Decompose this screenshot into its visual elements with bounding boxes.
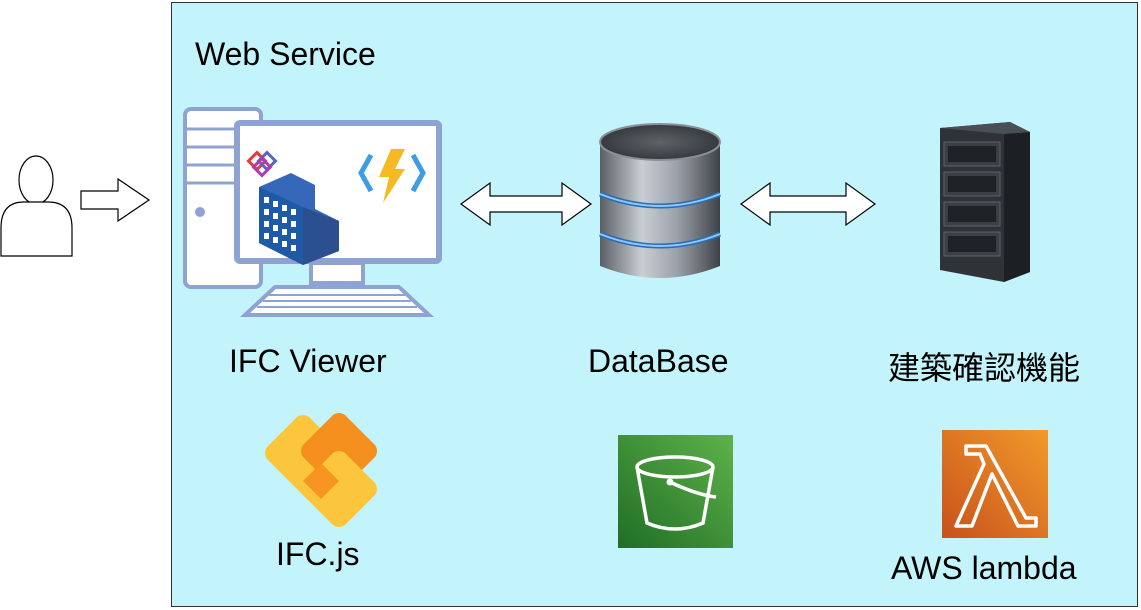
server-icon [940,122,1030,282]
arrow-right-icon [80,177,151,223]
user-icon [0,155,73,257]
database-label: DataBase [588,343,729,379]
service-title: Web Service [195,36,376,72]
bidirectional-arrow-icon [739,181,877,227]
s3-bucket-icon [618,435,733,548]
ifcjs-label: IFC.js [276,536,360,572]
aws-lambda-label: AWS lambda [891,550,1077,586]
ifcjs-logo-icon [265,413,377,527]
database-icon [599,123,721,278]
computer-icon [183,107,442,317]
ifc-viewer-label: IFC Viewer [229,343,387,379]
building-check-label: 建築確認機能 [888,350,1081,386]
lambda-icon [942,430,1048,538]
bidirectional-arrow-icon [459,181,593,227]
